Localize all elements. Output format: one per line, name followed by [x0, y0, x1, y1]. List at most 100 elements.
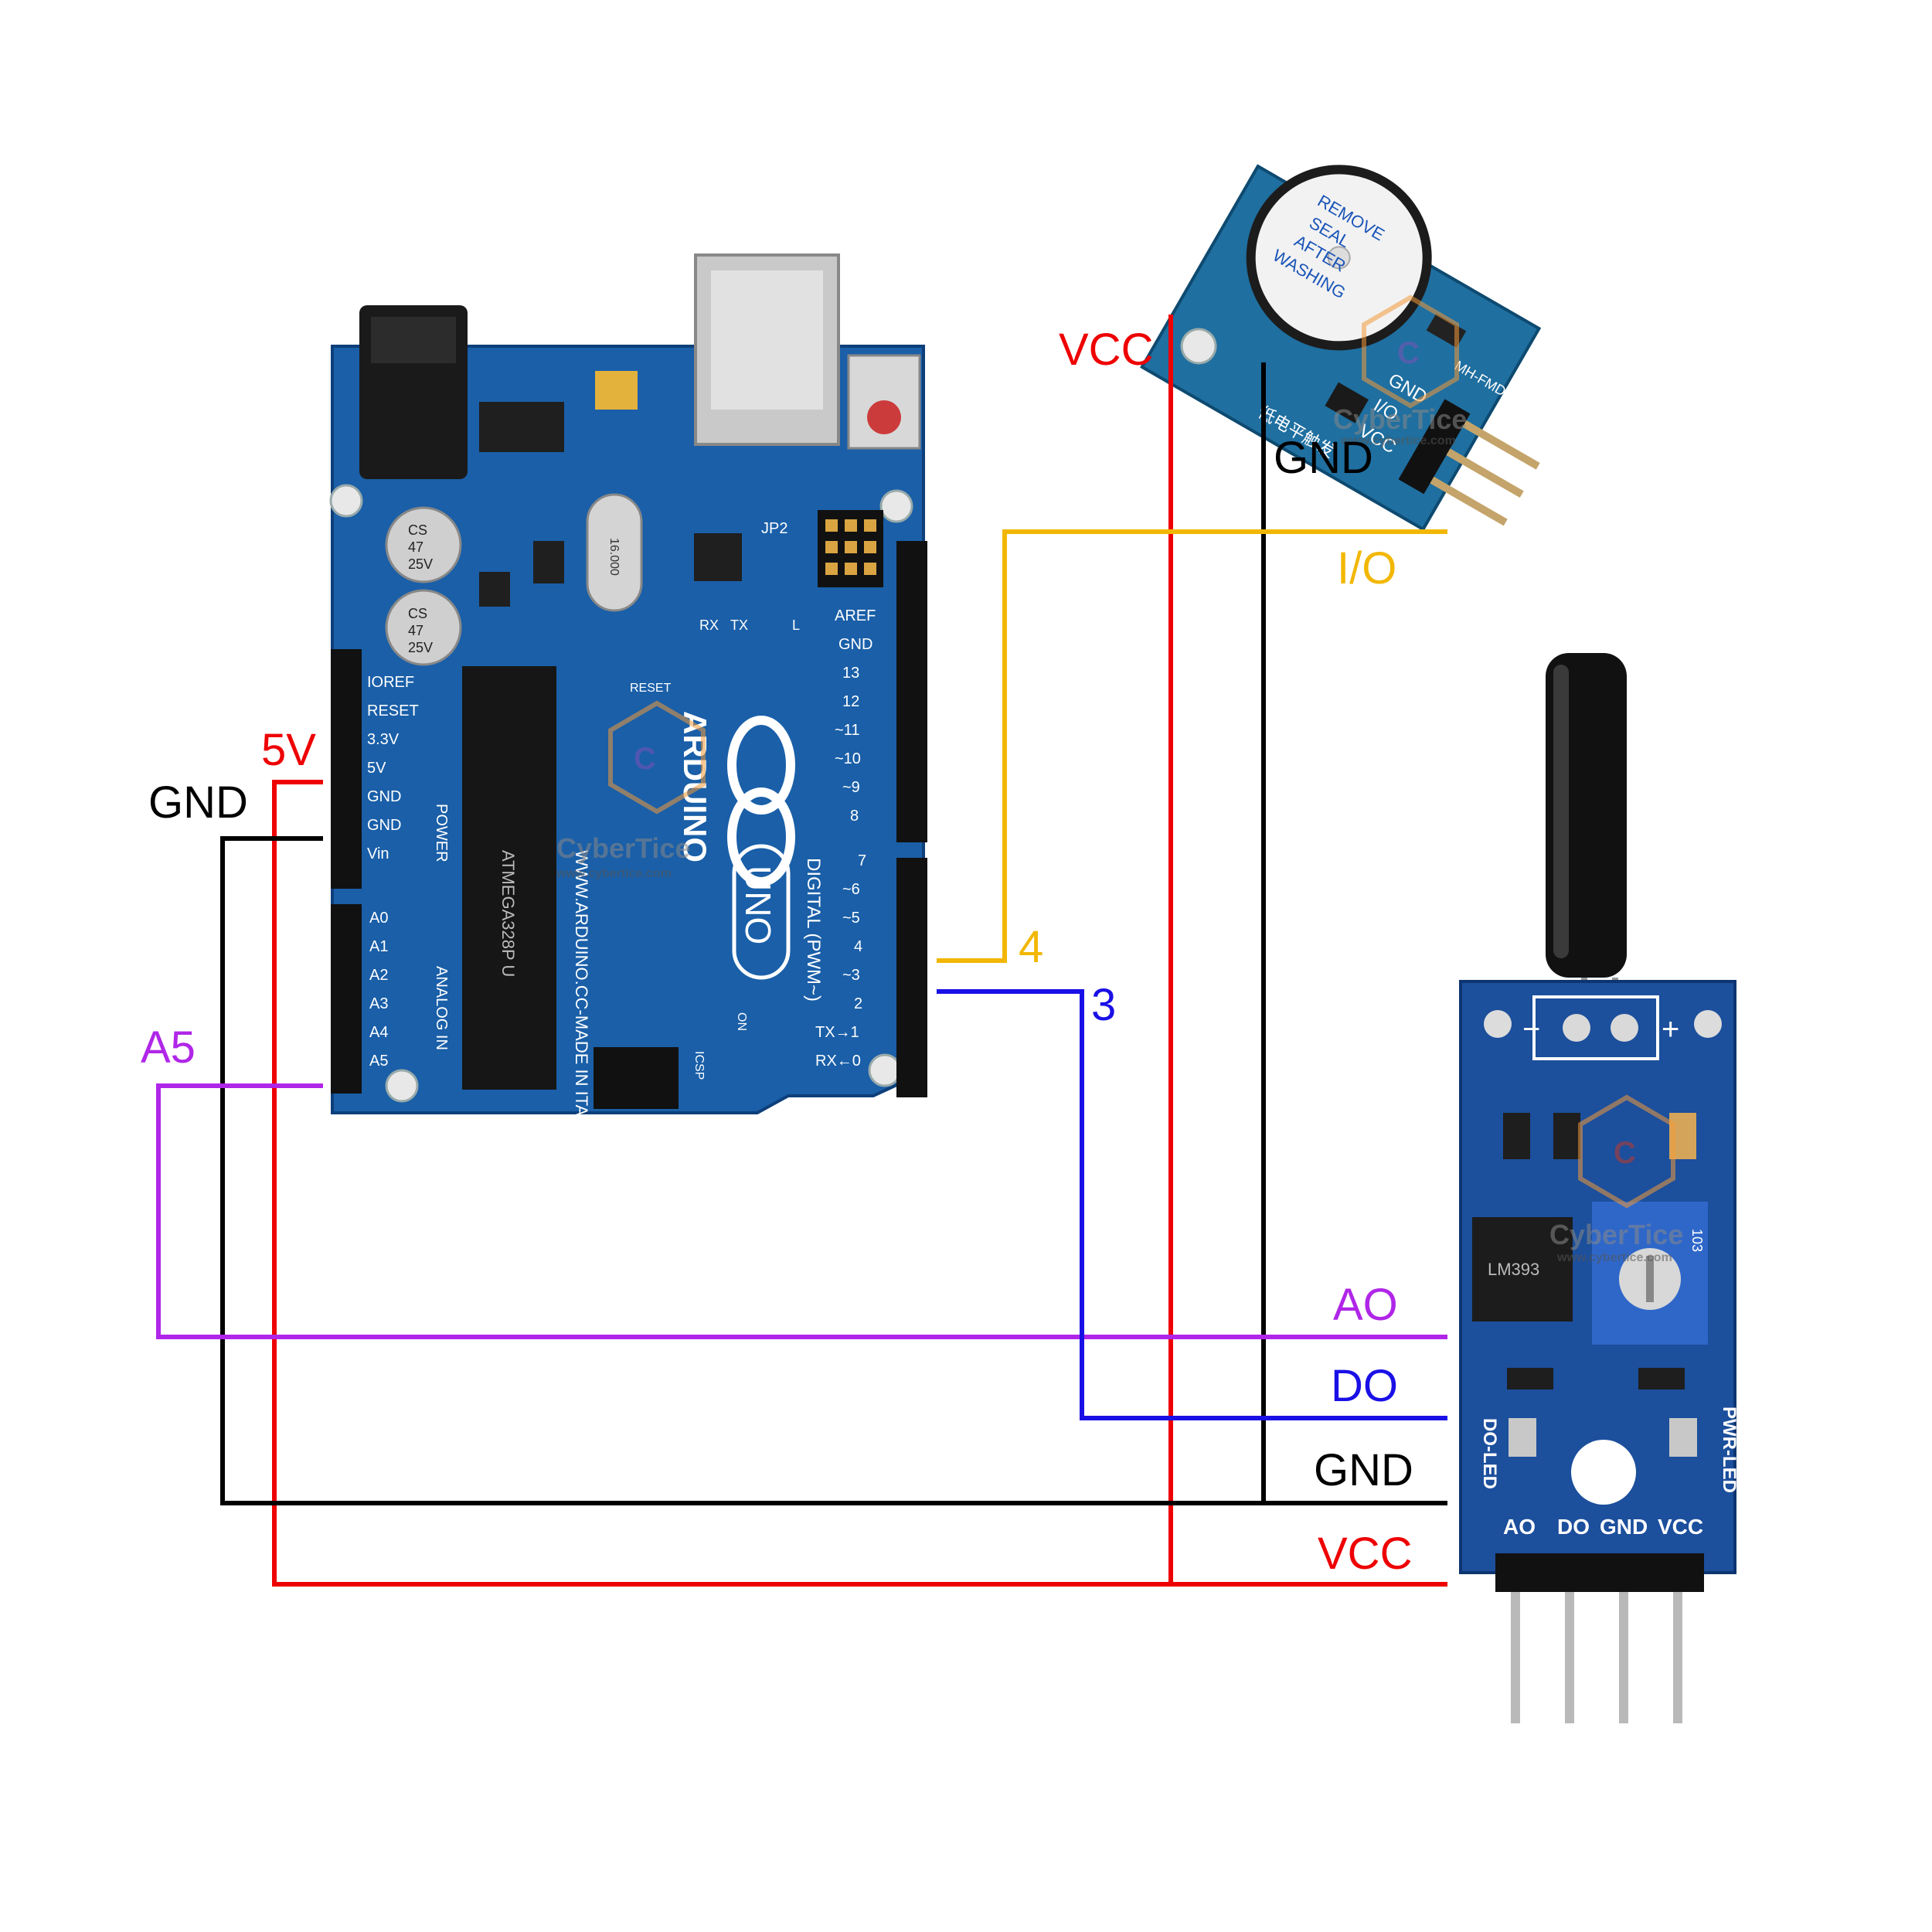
potentiometer: 103	[1592, 1202, 1708, 1345]
analog-pin-label: A2	[369, 967, 388, 984]
watermark: C CyberTice www.cybertice.com	[1333, 294, 1467, 447]
label-arduino-a5: A5	[141, 1022, 196, 1073]
buzzer-mount-hole	[1180, 328, 1217, 365]
label-sensor-gnd: GND	[1314, 1445, 1413, 1495]
power-section-label: POWER	[433, 804, 450, 862]
capacitor-text: 47	[408, 539, 423, 555]
wire-vcc	[272, 780, 1447, 1587]
sensor-resistor	[1503, 1113, 1530, 1159]
buzzer-header	[1398, 399, 1471, 495]
sensor-mount-hole	[1694, 1010, 1722, 1038]
icsp-label: ICSP	[692, 1051, 706, 1080]
comparator-chip: LM393	[1472, 1217, 1573, 1321]
icsp-header-top	[818, 510, 883, 587]
digital-pin-label: 12	[842, 693, 859, 710]
mount-hole	[329, 484, 363, 518]
do-led	[1509, 1418, 1536, 1457]
digital-pin-label: AREF	[835, 607, 876, 624]
power-pin-label: GND	[367, 788, 401, 805]
crystal-text: 16.000	[607, 538, 621, 576]
power-header	[331, 649, 362, 889]
analog-pin-label: A3	[369, 995, 388, 1012]
jp2-label: JP2	[761, 520, 787, 537]
fuse	[595, 371, 638, 410]
uno-text: UNO	[738, 866, 778, 944]
power-pin-label: 3.3V	[367, 731, 400, 748]
wire-digital	[937, 989, 1447, 1420]
watermark-url: www.cybertice.com	[1556, 1251, 1672, 1264]
label-sensor-do: DO	[1331, 1361, 1398, 1411]
reset-label: RESET	[630, 682, 672, 695]
sensor-pin-label: VCC	[1658, 1515, 1703, 1539]
watermark-brand: CyberTice	[556, 832, 690, 864]
label-buzzer-io: I/O	[1337, 543, 1396, 594]
label-pin-3: 3	[1091, 980, 1116, 1030]
sensor-pin-label: DO	[1557, 1515, 1590, 1539]
icsp-header-bottom	[594, 1047, 679, 1109]
digital-pin-label: ~9	[842, 779, 860, 796]
power-pin-label: 5V	[367, 760, 386, 777]
sensor-pin	[1619, 1592, 1628, 1723]
capacitor-text: 25V	[408, 556, 433, 572]
do-led-label: DO-LED	[1479, 1418, 1500, 1489]
capacitor: CS 47 25V	[385, 506, 462, 583]
crystal	[586, 493, 643, 612]
sensor-pin	[1673, 1592, 1682, 1723]
pwr-led	[1669, 1418, 1697, 1457]
analog-pin-label: A4	[369, 1024, 388, 1041]
tx-led-label: TX	[730, 617, 748, 633]
label-arduino-5v: 5V	[261, 725, 316, 775]
sensor-resistor	[1507, 1368, 1553, 1389]
analog-section-label: ANALOG IN	[433, 966, 450, 1050]
power-pin-label: RESET	[367, 702, 419, 719]
capacitor-text: 47	[408, 623, 423, 638]
pot-text: 103	[1689, 1229, 1705, 1252]
plus-sign: +	[1662, 1012, 1679, 1046]
analog-header	[331, 904, 362, 1094]
wire-analog	[156, 1083, 1447, 1339]
digital-pin-label: GND	[838, 636, 872, 653]
label-sensor-ao: AO	[1333, 1280, 1398, 1330]
sensor-pin-label: GND	[1600, 1515, 1648, 1539]
buzzer-transistor	[1325, 382, 1369, 423]
label-buzzer-vcc: VCC	[1059, 325, 1153, 375]
buzzer-module: REMOVE SEAL AFTER WASHING GND I/O VCC MH…	[1140, 164, 1542, 532]
digital-pin-label: ~11	[835, 722, 859, 739]
digital-pin-label: 4	[854, 938, 862, 955]
atmega-chip: ATMEGA328P U	[462, 666, 556, 1090]
sensor-header	[1495, 1553, 1704, 1592]
watermark-url: www.cybertice.com	[1340, 434, 1456, 447]
watermark: C CyberTice www.cybertice.com	[1549, 1094, 1683, 1264]
capacitor-text: 25V	[408, 640, 433, 655]
svg-text:C: C	[1397, 336, 1420, 370]
analog-pin-label: A0	[369, 910, 388, 927]
rx-led-label: RX	[699, 617, 719, 633]
label-buzzer-gnd: GND	[1274, 433, 1373, 483]
wire-io	[937, 529, 1447, 963]
mount-hole	[385, 1069, 419, 1103]
wire-gnd	[220, 836, 1447, 1505]
watermark-brand: CyberTice	[1549, 1219, 1683, 1250]
watermark-url: www.cybertice.com	[556, 867, 672, 880]
sensor-resistor	[1553, 1113, 1580, 1159]
digital-pin-label: 13	[842, 665, 859, 682]
tilt-sensor-module: − + LM393 103 DO-LED PWR-LED AO DO GND V…	[1459, 653, 1740, 1723]
buzzer-pin	[1430, 476, 1508, 526]
capacitor: CS 47 25V	[385, 589, 462, 666]
sensor-pin-label: AO	[1503, 1515, 1536, 1539]
sensor-mount-hole	[1484, 1010, 1512, 1038]
label-sensor-vcc: VCC	[1318, 1529, 1412, 1579]
digital-pin-label: ~3	[842, 967, 860, 984]
capacitor-text: CS	[408, 522, 427, 538]
digital-pwm-text: DIGITAL (PWM~)	[803, 858, 824, 1002]
digital-pin-label: RX←0	[815, 1053, 861, 1070]
label-arduino-gnd: GND	[148, 777, 248, 828]
power-pin-label: Vin	[367, 845, 389, 862]
sensor-pin	[1565, 1592, 1574, 1723]
comparator-text: LM393	[1488, 1260, 1539, 1279]
minus-sign: −	[1522, 1012, 1540, 1046]
power-pin-label: GND	[367, 817, 401, 834]
svg-text:C: C	[1614, 1136, 1636, 1170]
digital-pin-label: ~5	[842, 910, 860, 927]
